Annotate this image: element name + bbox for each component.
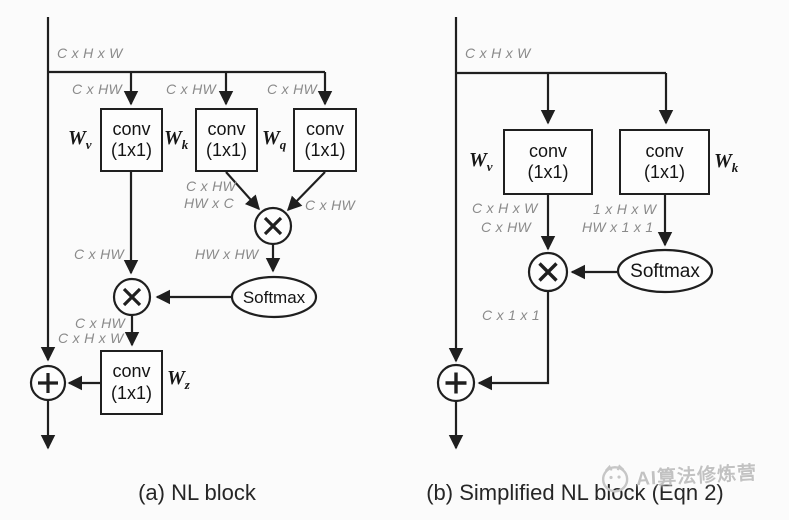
plus-icon [38,373,58,393]
panel-a-nodes [29,206,318,402]
b-add-node [436,363,476,403]
weight-subscript: v [85,137,92,152]
multiply-icon [538,262,558,282]
b-out-dim-label: C x 1 x 1 [482,307,540,323]
conv-label: conv [528,140,568,161]
a-branch-dim-label-q: C x HW [267,81,318,97]
watermark: AI算法修炼营 [597,454,758,496]
b-value-dim-label-2: C x HW [481,219,532,235]
conv-label: conv [305,118,345,139]
a-input-dim-label: C x H x W [57,45,123,61]
weight-subscript: k [731,160,739,175]
a-branch-dim-label-v: C x HW [72,81,123,97]
conv-kernel-label: (1x1) [643,162,685,182]
panel-b-nodes [436,248,714,403]
conv-label: conv [112,118,151,139]
b-key-dim-label-1: 1 x H x W [593,201,657,217]
weight-symbol: W [164,127,182,149]
conv-label: conv [207,118,246,139]
a-add-node [29,364,67,402]
multiply-icon [122,287,142,307]
a-arrow-k-to-matmul [225,171,260,211]
conv-label: conv [112,361,151,382]
a-conv-box-k: conv (1x1) [195,108,258,172]
a-key-dim-label-1: C x HW [186,178,237,194]
b-softmax-node [616,248,714,294]
multiply-icon [263,216,283,236]
a-matmul-node-mid [112,277,152,317]
a-conv-box-z: conv (1x1) [100,350,163,415]
b-softmax-label: Softmax [630,261,700,282]
b-conv-box-k: conv (1x1) [619,129,710,195]
a-value-dim-label: C x HW [74,246,125,262]
a-key-dim-label-2: HW x C [184,195,235,211]
panel-a-caption: (a) NL block [138,480,256,505]
b-arrow-matmul-to-add [477,291,550,391]
watermark-text: AI算法修炼营 [635,462,758,490]
b-weight-label-v: Wv [469,149,493,175]
weight-symbol: W [167,367,185,389]
b-matmul-node [527,251,569,293]
b-key-dim-label-2: HW x 1 x 1 [582,219,654,235]
weight-subscript: z [184,377,190,392]
weight-symbol: W [714,150,732,172]
weight-symbol: W [469,149,487,171]
a-branch-dim-label-k: C x HW [166,81,217,97]
conv-kernel-label: (1x1) [527,162,569,182]
a-matmul-node-top [253,206,293,246]
conv-kernel-label: (1x1) [205,140,247,160]
a-softmax-in-dim-label: HW x HW [195,246,259,262]
a-query-dim-label: C x HW [305,197,356,213]
a-weight-label-k: Wk [164,127,188,153]
a-softmax-label: Softmax [242,288,306,307]
conv-kernel-label: (1x1) [304,140,346,160]
b-value-dim-label-1: C x H x W [472,200,538,216]
a-weight-label-v: Wv [68,127,92,153]
a-conv-box-q: conv (1x1) [293,108,357,172]
weight-symbol: W [68,127,86,149]
weight-symbol: W [262,127,280,149]
a-conv-box-v: conv (1x1) [100,108,163,172]
a-out-dim-label-2: C x H x W [58,330,124,346]
b-input-dim-label: C x H x W [465,45,531,61]
weight-subscript: k [181,137,189,152]
a-out-dim-label-1: C x HW [75,315,126,331]
b-conv-box-v: conv (1x1) [503,129,593,195]
plus-icon [445,372,467,394]
watermark-logo-icon [601,464,629,493]
conv-label: conv [645,140,684,161]
weight-subscript: q [279,137,287,152]
conv-kernel-label: (1x1) [110,382,152,403]
panel-b-caption: (b) Simplified NL block (Eqn 2) [426,480,724,505]
a-softmax-node [230,275,318,319]
conv-kernel-label: (1x1) [110,140,152,160]
a-arrow-q-to-matmul [286,171,326,212]
weight-subscript: v [486,159,493,174]
a-weight-label-z: Wz [167,367,190,393]
a-weight-label-q: Wq [262,127,286,153]
panel-b-wires [448,17,674,450]
b-weight-label-k: Wk [714,150,738,176]
panel-a-wires [40,17,333,450]
